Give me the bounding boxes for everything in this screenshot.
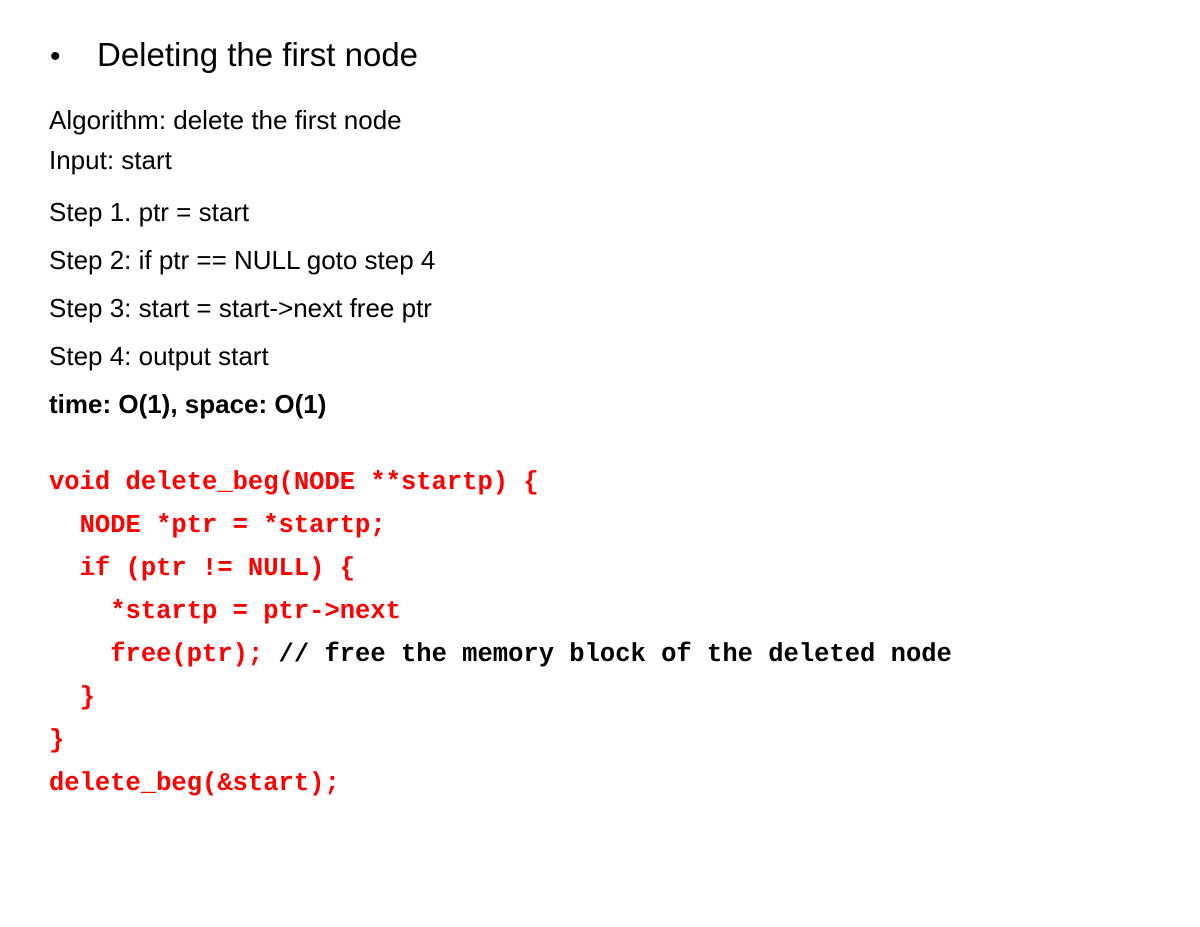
algorithm-line: Algorithm: delete the first node [49, 105, 402, 135]
code-line: } [49, 676, 1189, 719]
code-line: *startp = ptr->next [49, 590, 1189, 633]
code-text: free(ptr); [49, 640, 279, 669]
bullet-icon: • [50, 40, 61, 73]
code-text: } [49, 683, 95, 712]
code-listing: void delete_beg(NODE **startp) { NODE *p… [49, 461, 1189, 805]
step-line-3: Step 3: start = start->next free ptr [49, 293, 432, 323]
code-line: delete_beg(&start); [49, 762, 1189, 805]
code-line: NODE *ptr = *startp; [49, 504, 1189, 547]
code-line: if (ptr != NULL) { [49, 547, 1189, 590]
code-comment: // free the memory block of the deleted … [278, 640, 952, 669]
code-text: } [49, 726, 65, 755]
code-line: void delete_beg(NODE **startp) { [49, 461, 1189, 504]
code-text: *startp = ptr->next [49, 597, 401, 626]
code-line: free(ptr); // free the memory block of t… [49, 633, 1189, 676]
step-line-1: Step 1. ptr = start [49, 197, 250, 227]
algorithm-steps: Step 1. ptr = start Step 2: if ptr == NU… [49, 188, 1149, 428]
slide-title: • Deleting the first node [50, 36, 419, 73]
step-line-2: Step 2: if ptr == NULL goto step 4 [49, 245, 436, 275]
step-line-4: Step 4: output start [49, 341, 269, 371]
code-text: if (ptr != NULL) { [49, 554, 356, 583]
code-text: void delete_beg(NODE **startp) { [49, 468, 539, 497]
algorithm-header: Algorithm: delete the first node Input: … [49, 100, 1149, 180]
algorithm-input-line: Input: start [49, 145, 172, 175]
page-title: Deleting the first node [97, 36, 419, 73]
code-line: } [49, 719, 1189, 762]
code-text: NODE *ptr = *startp; [49, 511, 386, 540]
complexity-line: time: O(1), space: O(1) [49, 389, 327, 419]
code-text: delete_beg(&start); [49, 769, 340, 798]
